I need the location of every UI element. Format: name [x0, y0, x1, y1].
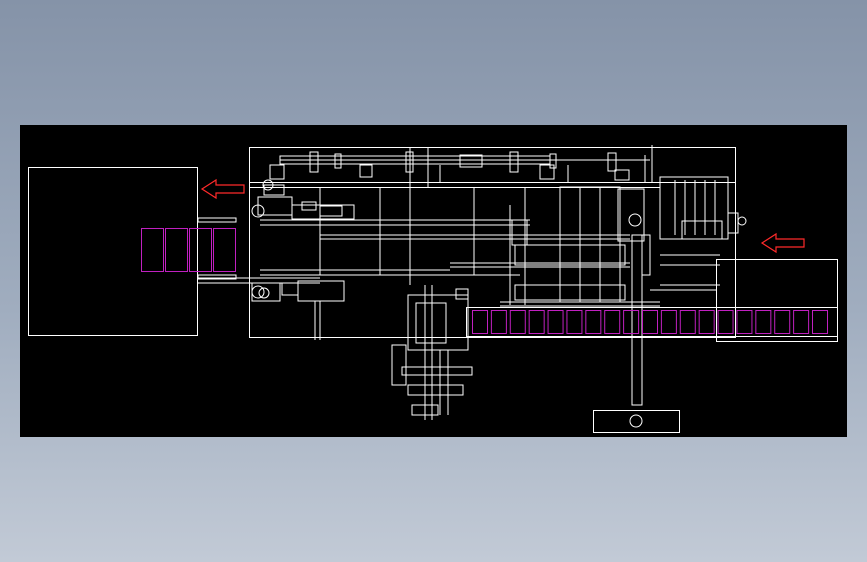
infeed-flow-arrow	[760, 232, 805, 254]
infeed-box	[660, 310, 677, 334]
infeed-conveyor	[466, 307, 838, 337]
infeed-box	[679, 310, 696, 334]
main-machine-frame	[197, 145, 838, 433]
cad-drawing-canvas	[20, 125, 847, 437]
infeed-box	[604, 310, 621, 334]
infeed-box	[774, 310, 791, 334]
infeed-conveyor-boxes	[472, 310, 828, 334]
infeed-box	[509, 310, 526, 334]
infeed-box	[547, 310, 564, 334]
infeed-box	[736, 310, 753, 334]
outfeed-carton-slots	[141, 228, 236, 272]
outfeed-carton-slot	[213, 228, 236, 272]
infeed-box	[698, 310, 715, 334]
infeed-box	[585, 310, 602, 334]
infeed-box	[793, 310, 810, 334]
outfeed-carton-slot	[141, 228, 164, 272]
outfeed-flow-arrow	[200, 178, 245, 200]
infeed-box	[755, 310, 772, 334]
machine-layout-drawing	[28, 145, 838, 433]
infeed-box	[812, 310, 828, 334]
infeed-box	[566, 310, 583, 334]
outfeed-cabinet	[28, 167, 198, 336]
infeed-box	[623, 310, 640, 334]
outfeed-carton-slot	[165, 228, 188, 272]
infeed-box	[642, 310, 658, 334]
infeed-box	[717, 310, 734, 334]
infeed-box	[528, 310, 545, 334]
infeed-box	[490, 310, 507, 334]
outfeed-carton-slot	[189, 228, 212, 272]
infeed-box	[472, 310, 488, 334]
